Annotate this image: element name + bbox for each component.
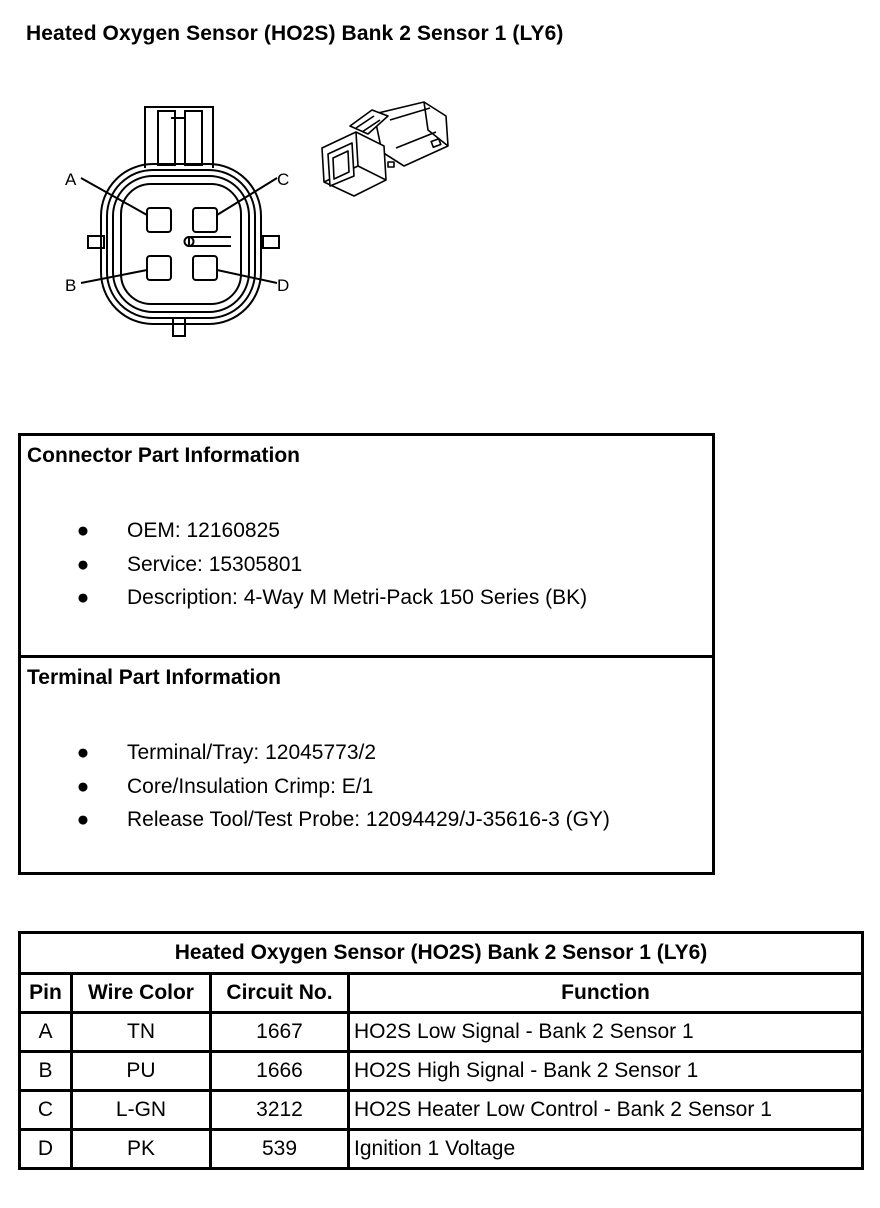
function-cell: HO2S Low Signal - Bank 2 Sensor 1 (346, 1011, 865, 1053)
list-item-text: Service: 15305801 (127, 552, 303, 576)
function-cell: HO2S Heater Low Control - Bank 2 Sensor … (346, 1089, 865, 1131)
terminal-info-heading: Terminal Part Information (27, 666, 281, 689)
wire-color-cell: L-GN (70, 1089, 212, 1131)
table-row: A TN 1667 HO2S Low Signal - Bank 2 Senso… (18, 1011, 865, 1053)
list-item-text: Release Tool/Test Probe: 12094429/J-3561… (127, 808, 610, 831)
table-header-row: Pin Wire Color Circuit No. Function (18, 972, 865, 1014)
bullet-icon: ● (76, 552, 90, 576)
pin-table: Heated Oxygen Sensor (HO2S) Bank 2 Senso… (17, 931, 865, 1170)
circuit-cell: 1666 (209, 1050, 350, 1092)
pin-label-d: D (277, 276, 289, 295)
list-item: ● Release Tool/Test Probe: 12094429/J-356… (75, 803, 610, 837)
column-header-function: Function (346, 972, 865, 1014)
list-item: ● OEM: 12160825 (75, 514, 587, 548)
wire-color-cell: PU (70, 1050, 212, 1092)
pin-label-a: A (65, 170, 77, 189)
table-row: B PU 1666 HO2S High Signal - Bank 2 Sens… (18, 1050, 865, 1092)
list-item-text: Core/Insulation Crimp: E/1 (127, 774, 374, 798)
connector-info-heading: Connector Part Information (27, 444, 301, 467)
pin-cell: B (18, 1050, 73, 1092)
bullet-icon: ● (76, 586, 90, 609)
bullet-icon: ● (76, 741, 90, 764)
column-header-circuit-no: Circuit No. (209, 972, 350, 1014)
function-cell: HO2S High Signal - Bank 2 Sensor 1 (346, 1050, 865, 1092)
page-title: Heated Oxygen Sensor (HO2S) Bank 2 Senso… (26, 22, 564, 45)
list-item-text: Description: 4-Way M Metri-Pack 150 Seri… (127, 586, 588, 609)
connector-part-information: Connector Part Information ● OEM: 1216082… (21, 436, 712, 658)
list-item: ● Terminal/Tray: 12045773/2 (75, 736, 610, 770)
pin-cell: D (18, 1128, 73, 1170)
terminal-part-information: Terminal Part Information ● Terminal/Tray… (21, 658, 712, 872)
connector-face-diagram: A B C D (65, 106, 289, 337)
wire-color-cell: PK (70, 1128, 212, 1170)
list-item: ● Description: 4-Way M Metri-Pack 150 Ser… (75, 581, 588, 615)
function-cell: Ignition 1 Voltage (346, 1128, 865, 1170)
column-header-pin: Pin (18, 972, 73, 1014)
pin-label-c: C (277, 170, 289, 189)
bullet-icon: ● (76, 808, 90, 831)
pin-cell: C (18, 1089, 73, 1131)
connector-illustration (321, 101, 449, 197)
circuit-cell: 3212 (209, 1089, 350, 1131)
bullet-icon: ● (76, 519, 90, 542)
table-row: C L-GN 3212 HO2S Heater Low Control - Ba… (18, 1089, 865, 1131)
table-row: D PK 539 Ignition 1 Voltage (18, 1128, 865, 1170)
table-caption-row: Heated Oxygen Sensor (HO2S) Bank 2 Senso… (17, 931, 865, 975)
list-item: ● Core/Insulation Crimp: E/1 (75, 770, 610, 804)
part-information-box: Connector Part Information ● OEM: 1216082… (18, 433, 715, 875)
table-caption: Heated Oxygen Sensor (HO2S) Bank 2 Senso… (17, 931, 865, 975)
list-item: ● Service: 15305801 (75, 548, 587, 582)
list-item-text: Terminal/Tray: 12045773/2 (127, 741, 377, 764)
pin-cell: A (18, 1011, 73, 1053)
list-item-text: OEM: 12160825 (127, 519, 280, 542)
bullet-icon: ● (76, 774, 90, 798)
circuit-cell: 1667 (209, 1011, 350, 1053)
pin-label-b: B (65, 276, 76, 295)
circuit-cell: 539 (209, 1128, 350, 1170)
terminal-info-list: ● Terminal/Tray: 12045773/2 ● Core/Insulat… (75, 736, 610, 837)
wire-color-cell: TN (70, 1011, 212, 1053)
column-header-wire-color: Wire Color (70, 972, 212, 1014)
connector-info-list: ● OEM: 12160825 ● Service: 15305801 ● Descr… (75, 514, 588, 615)
